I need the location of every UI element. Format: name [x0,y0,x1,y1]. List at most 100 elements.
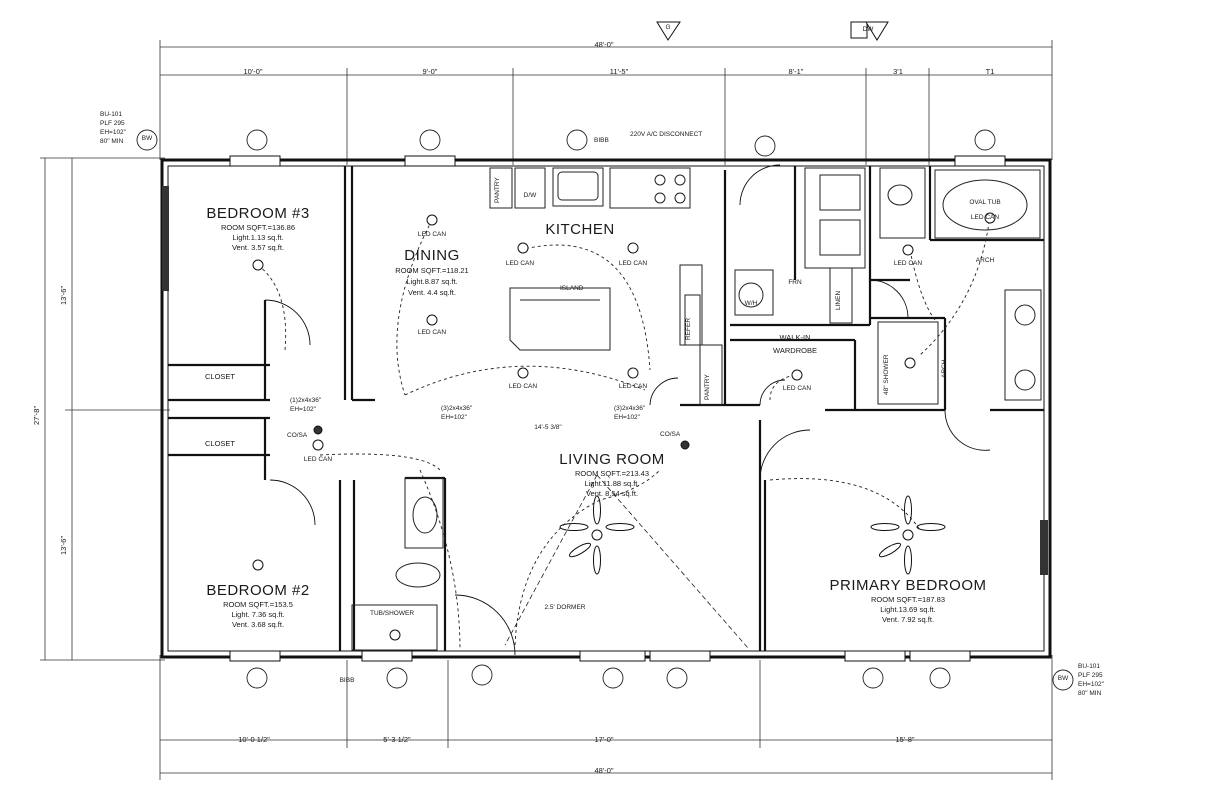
co-sa-label-left: CO/SA [287,432,308,439]
top-dimension-6: T1 [985,67,995,76]
led-can-hall-1: LED CAN [508,383,538,390]
door-swings [264,164,991,656]
opening-right-header: (3)2x4x36" [614,405,646,412]
shower-label: 48" SHOWER [883,354,890,395]
walk-in-label: WALK-IN [779,333,811,342]
left-dimension-overall: 27'-8" [32,405,41,425]
led-can-kitchen-1: LED CAN [505,260,535,267]
top-dimension-2: 9'-0" [422,67,438,76]
overall-top-dimension: 48'-0" [594,40,614,49]
living-room-vent: Vent. 8.54 sq.ft. [585,489,639,498]
led-can-wardrobe: LED CAN [782,385,812,392]
living-room-sqft: ROOM SQFT.=213.43 [575,469,649,478]
opening-left-header: (1)2x4x36" [290,397,322,404]
bw-tag-bottom: BW [1057,675,1069,682]
oval-tub-label: OVAL TUB [969,199,1001,206]
opening-right-eh: EH=102" [614,414,640,421]
bibb-label-top: BIBB [594,137,609,144]
arch-label-top: ARCH [975,257,995,264]
led-can-dining-2: LED CAN [417,329,447,336]
dishwasher-label: D/W [523,192,537,199]
dining-light: Light.8.87 sq.ft. [406,277,458,286]
dimension-lines [40,40,1053,780]
closet-label-upper: CLOSET [205,372,236,381]
co-sa-label-right: CO/SA [660,431,681,438]
island-label: ISLAND [560,285,584,292]
wardrobe-label: WARDROBE [773,346,817,355]
top-dimension-4: 8'-1" [788,67,804,76]
primary-bedroom-vent: Vent. 7.92 sq.ft. [881,615,935,624]
primary-bedroom-title: PRIMARY BEDROOM [829,577,987,594]
water-heater-label: W/H [744,300,758,307]
bedroom3-sqft: ROOM SQFT.=136.86 [221,223,295,232]
bottom-dimension-3: 17'-0" [594,735,614,744]
kitchen-pantry-label: PANTRY [494,177,501,203]
tub-shower-label: TUB/SHOWER [369,610,415,617]
bedroom3-title: BEDROOM #3 [206,205,310,222]
dining-sqft: ROOM SQFT.=118.21 [395,266,469,275]
bedroom2-title: BEDROOM #2 [206,582,310,599]
led-can-bath: LED CAN [893,260,923,267]
left-dimension-1: 13'-6" [59,285,68,305]
window-note-bottom-4: 80" MIN [1078,690,1102,697]
top-dimension-3: 11'-5" [609,67,629,76]
window-note-bottom-1: BU-101 [1078,663,1101,670]
refer-label: REFER [685,317,692,340]
bedroom2-sqft: ROOM SQFT.=153.5 [223,600,293,609]
bottom-dimension-4: 15'-8" [895,735,915,744]
led-can-kitchen-2: LED CAN [618,260,648,267]
led-can-hall-2: LED CAN [618,383,648,390]
led-can-hallway: LED CAN [303,456,333,463]
opening-mid-eh: EH=102" [441,414,467,421]
arch-label-side: ARCH [941,359,948,378]
led-can-tub: LED CAN [970,214,1000,221]
bedroom2-light: Light. 7.36 sq.ft. [231,610,285,619]
bedroom3-light: Light.1.13 sq.ft. [232,233,284,242]
bedroom2-vent: Vent. 3.68 sq.ft. [231,620,285,629]
living-room-light: Light.11.88 sq.ft. [584,479,640,488]
led-can-dining-1: LED CAN [417,231,447,238]
window-tags [136,129,1074,691]
bedroom3-vent: Vent. 3.57 sq.ft. [231,243,285,252]
bottom-dimension-1: 10'-0 1/2" [238,735,270,744]
top-dimension-5: 3'1 [893,67,903,76]
opening-left-eh: EH=102" [290,406,316,413]
left-dimension-2: 13'-6" [59,535,68,555]
primary-bedroom-light: Light.13.69 sq.ft. [880,605,936,614]
dw-marker-label: DW [862,26,874,33]
hall-pantry-label: PANTRY [704,374,711,400]
led-can-symbols [252,212,996,641]
window-note-bottom-2: PLF 295 [1078,672,1103,679]
primary-bedroom-sqft: ROOM SQFT.=187.83 [871,595,945,604]
closet-label-lower: CLOSET [205,439,236,448]
window-note-top-1: BU-101 [100,111,123,118]
frn-label: FRN [788,279,802,286]
bottom-dimension-2: 5'-3 1/2" [383,735,411,744]
dining-title: DINING [404,247,460,264]
ceiling-fan-primary [870,495,946,575]
opening-mid-header: (3)2x4x36" [441,405,473,412]
ac-disconnect-label: 220V A/C DISCONNECT [630,131,703,138]
ceiling-fan-living [559,495,635,575]
switch-legs [257,214,991,651]
hall-width-dimension: 14'-5 3/8" [534,424,562,431]
window-note-top-4: 80" MIN [100,138,124,145]
bibb-label-bottom: BIBB [339,677,355,684]
section-markers [656,21,889,41]
top-dimension-1: 10'-0" [243,67,263,76]
window-note-top-2: PLF 295 [100,120,125,127]
window-note-top-3: EH=102" [100,129,126,136]
fixtures [351,167,1042,651]
bw-tag-top: BW [141,135,153,142]
dormer-lines [504,474,749,649]
north-marker-label: G [665,24,671,31]
living-room-title: LIVING ROOM [559,451,665,468]
kitchen-title: KITCHEN [545,221,615,238]
window-note-bottom-3: EH=102" [1078,681,1104,688]
windows [229,155,1006,662]
linen-label: LINEN [835,290,842,310]
dormer-label: 2.5' DORMER [544,604,586,611]
overall-bottom-dimension: 48'-0" [594,766,614,775]
dining-vent: Vent. 4.4 sq.ft. [408,288,456,297]
